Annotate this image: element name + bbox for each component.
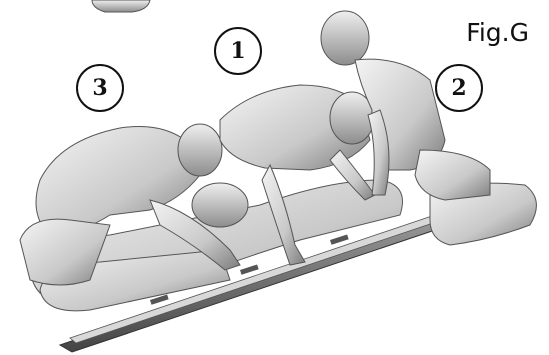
- figure-label: Fig.G: [466, 18, 529, 47]
- rescuer-2-marker: 2: [435, 64, 483, 112]
- rescuer-3-marker: 3: [76, 64, 124, 112]
- partial-object-top: [92, 0, 150, 12]
- rescuer-1-marker: 1: [214, 27, 262, 75]
